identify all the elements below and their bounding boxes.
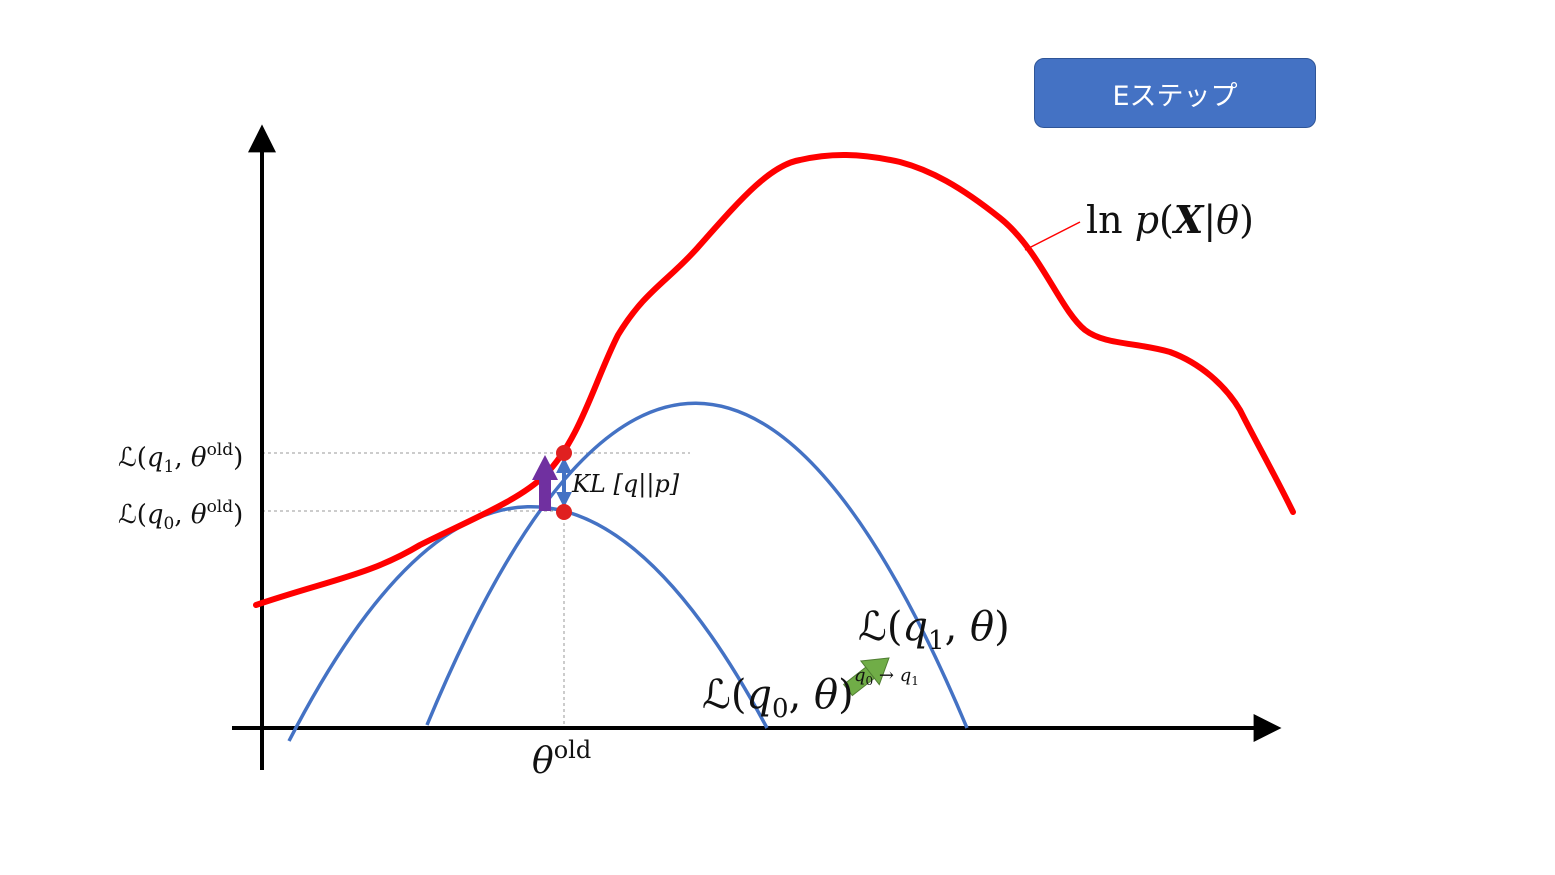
theta-old-label: θold: [532, 736, 591, 782]
point-L-q1-theta-old: [556, 445, 572, 461]
lower-bound-curve-q0: [287, 505, 769, 742]
q-transition-label: q0 → q1: [854, 665, 919, 688]
point-L-q0-theta-old: [556, 504, 572, 520]
e-step-arrow: [532, 455, 558, 511]
L-q1-theta-old-label: ℒ(q1, θold): [118, 440, 243, 477]
L-q0-theta-old-label: ℒ(q0, θold): [118, 497, 243, 534]
log-likelihood-leader: [1024, 221, 1081, 251]
e-step-badge: Eステップ: [1034, 58, 1316, 128]
q-transition-arrow: [842, 657, 890, 697]
log-likelihood-curve: [253, 151, 1296, 608]
kl-label: KL [q||p]: [571, 470, 680, 499]
lower-bound-curve-q1: [425, 401, 969, 729]
L-q0-theta-label: ℒ(q0, θ): [702, 672, 854, 724]
L-q1-theta-label: ℒ(q1, θ): [858, 604, 1010, 656]
log-likelihood-label: ln p(X|θ): [1086, 197, 1254, 242]
